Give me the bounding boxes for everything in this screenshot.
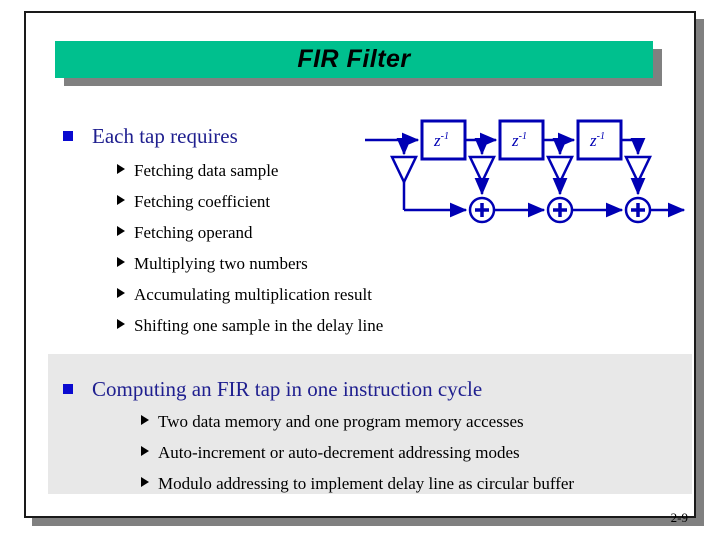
plus-icon	[553, 203, 567, 217]
list-item-text: Multiplying two numbers	[134, 254, 308, 273]
list-item-text: Fetching coefficient	[134, 192, 271, 211]
section-1-heading: Each tap requires	[63, 124, 238, 148]
delay-box-label: z-1	[511, 131, 527, 150]
multiplier-triangle-icon	[546, 155, 574, 185]
list-item-text: Two data memory and one program memory a…	[158, 412, 524, 431]
section-2-panel: Computing an FIR tap in one instruction …	[48, 354, 692, 494]
delay-box	[576, 119, 623, 161]
plus-icon	[631, 203, 645, 217]
list-item: Multiplying two numbers	[117, 253, 383, 284]
section-2-heading-text: Computing an FIR tap in one instruction …	[92, 377, 483, 401]
list-item: Modulo addressing to implement delay lin…	[141, 473, 574, 504]
list-item: Auto-increment or auto-decrement address…	[141, 442, 574, 473]
section-2-heading: Computing an FIR tap in one instruction …	[63, 377, 482, 401]
plus-icon	[475, 203, 489, 217]
list-item-text: Modulo addressing to implement delay lin…	[158, 474, 575, 493]
list-item: Shifting one sample in the delay line	[117, 315, 383, 346]
multiplier-triangle-icon	[468, 155, 496, 185]
delay-box	[498, 119, 545, 161]
section-2-list: Two data memory and one program memory a…	[141, 411, 574, 504]
right-arrow-bullet-icon	[141, 446, 149, 456]
page-number: 2-9	[670, 510, 688, 525]
section-1-heading-text: Each tap requires	[92, 124, 238, 148]
right-arrow-bullet-icon	[117, 257, 125, 267]
right-arrow-bullet-icon	[117, 226, 125, 236]
list-item: Fetching data sample	[117, 160, 383, 191]
list-item: Two data memory and one program memory a…	[141, 411, 574, 442]
list-item-text: Fetching operand	[134, 223, 253, 242]
delay-box-label: z-1	[589, 131, 605, 150]
list-item: Accumulating multiplication result	[117, 284, 383, 315]
slide-frame: FIR Filter Each tap requires Fetching da…	[24, 11, 696, 525]
list-item-text: Accumulating multiplication result	[134, 285, 372, 304]
fir-filter-diagram: z-1 z-1 z-1	[365, 119, 686, 224]
list-item: Fetching coefficient	[117, 191, 383, 222]
right-arrow-bullet-icon	[117, 195, 125, 205]
list-item-text: Auto-increment or auto-decrement address…	[158, 443, 520, 462]
multiplier-triangle-icon	[624, 155, 652, 185]
section-1-list: Fetching data sample Fetching coefficien…	[117, 160, 383, 346]
signal-line	[621, 137, 646, 156]
list-item-text: Shifting one sample in the delay line	[134, 316, 384, 335]
list-item: Fetching operand	[117, 222, 383, 253]
square-bullet-icon	[63, 131, 73, 141]
delay-box	[420, 119, 467, 161]
right-arrow-bullet-icon	[117, 164, 125, 174]
title-banner: FIR Filter	[55, 41, 653, 78]
right-arrow-bullet-icon	[117, 319, 125, 329]
multiplier-triangle-icon	[390, 155, 418, 185]
right-arrow-bullet-icon	[141, 415, 149, 425]
square-bullet-icon	[63, 384, 73, 394]
right-arrow-bullet-icon	[117, 288, 125, 298]
slide-title: FIR Filter	[297, 45, 411, 73]
list-item-text: Fetching data sample	[134, 161, 279, 180]
right-arrow-bullet-icon	[141, 477, 149, 487]
delay-box-label: z-1	[433, 131, 449, 150]
